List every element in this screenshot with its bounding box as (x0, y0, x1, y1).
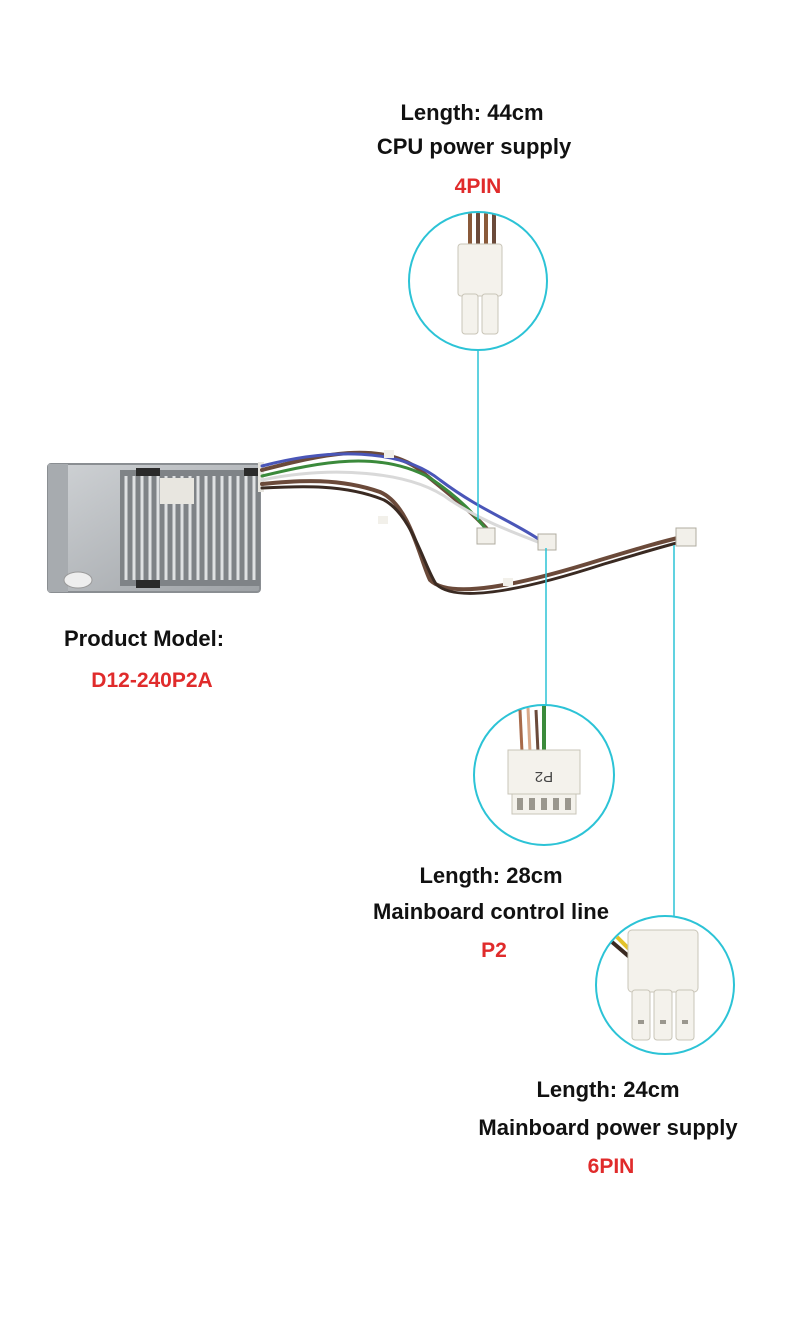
cpu-connector-name: CPU power supply (376, 134, 572, 159)
cable-bundle (260, 450, 690, 595)
control-line-name: Mainboard control line (373, 899, 609, 924)
psu-unit (47, 462, 264, 593)
product-model-value: D12-240P2A (91, 669, 213, 692)
cpu-connector-pin: 4PIN (454, 175, 502, 198)
p2-connector-marking: P2 (535, 768, 553, 785)
mainboard-power-pin: 6PIN (587, 1155, 635, 1178)
cpu-connector-length: Length: 44cm (400, 100, 544, 125)
cpu-connector-callout (408, 211, 548, 351)
control-line-length: Length: 28cm (419, 863, 563, 888)
product-model-label: Product Model: (64, 626, 225, 651)
p2-connector-callout (473, 704, 615, 846)
cable-connectors (378, 450, 697, 586)
mainboard-power-connector-callout (595, 915, 735, 1055)
mainboard-power-name: Mainboard power supply (478, 1115, 738, 1140)
control-line-pin: P2 (481, 939, 507, 962)
mainboard-power-length: Length: 24cm (536, 1077, 680, 1102)
callout-lines (477, 349, 675, 917)
